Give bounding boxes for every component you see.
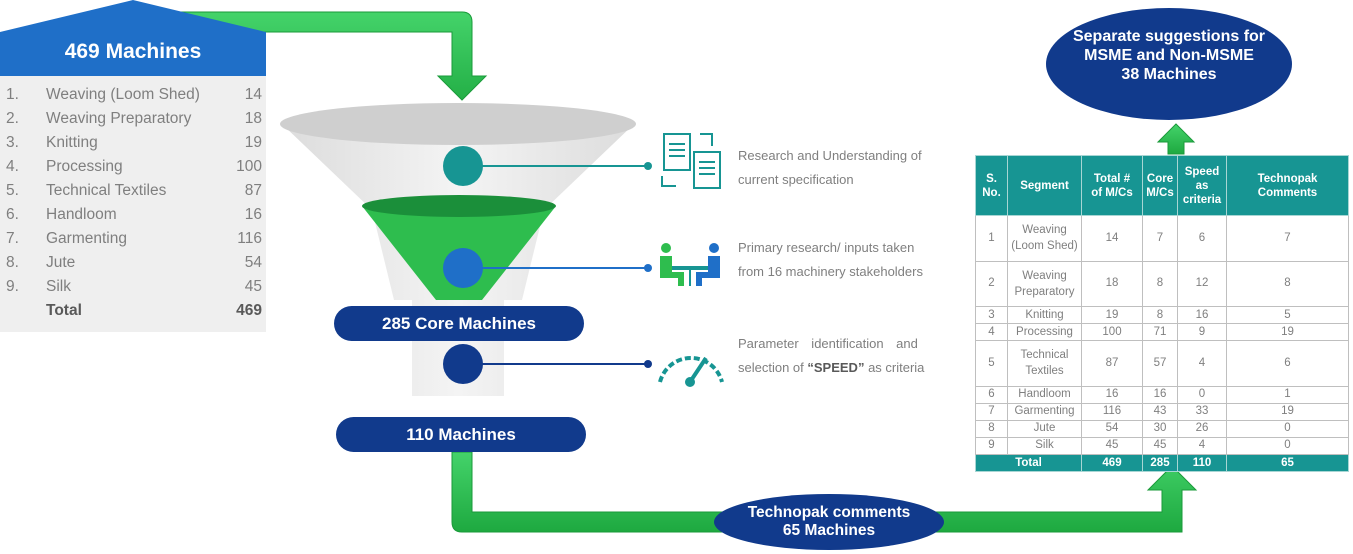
step-circle-1 [443, 146, 483, 186]
step-circle-3 [443, 344, 483, 384]
connector-dot-1 [644, 162, 652, 170]
panel-title: 469 Machines [64, 40, 202, 63]
machine-list: 1.Weaving (Loom Shed)14 2.Weaving Prepar… [0, 76, 266, 332]
documents-icon [661, 133, 721, 189]
bottom-flow-arrow [451, 451, 1198, 533]
connector-dot-2 [644, 264, 652, 272]
step-text-1: Research and Understanding of current sp… [738, 148, 922, 187]
header-sno: S.No. [975, 155, 1008, 216]
step-text-2: Primary research/ inputs taken from 16 m… [738, 240, 923, 279]
up-flow-arrow [1156, 123, 1196, 155]
bottom-machines-label: 110 Machines [336, 417, 586, 452]
funnel-rim [280, 103, 636, 145]
table-total-row: Total 469 285 110 65 [975, 454, 1349, 472]
header-total: Total #of M/Cs [1081, 155, 1143, 216]
step-text-3: Parameter identification and selection o… [738, 336, 925, 375]
meeting-icon [660, 243, 720, 286]
machine-list-panel: 469 Machines 1.Weaving (Loom Shed)14 2.W… [0, 0, 266, 332]
comments-oval: Technopak comments 65 Machines [714, 494, 944, 550]
list-item: 1.Weaving (Loom Shed)14 [6, 86, 262, 103]
header-segment: Segment [1007, 155, 1082, 216]
step-circle-2 [443, 248, 483, 288]
core-machines-label: 285 Core Machines [334, 306, 584, 341]
funnel-green-top [362, 195, 556, 217]
connector-dot-3 [644, 360, 652, 368]
panel-header-shape [0, 0, 266, 76]
suggestions-oval: Separate suggestions for MSME and Non-MS… [1046, 8, 1292, 120]
